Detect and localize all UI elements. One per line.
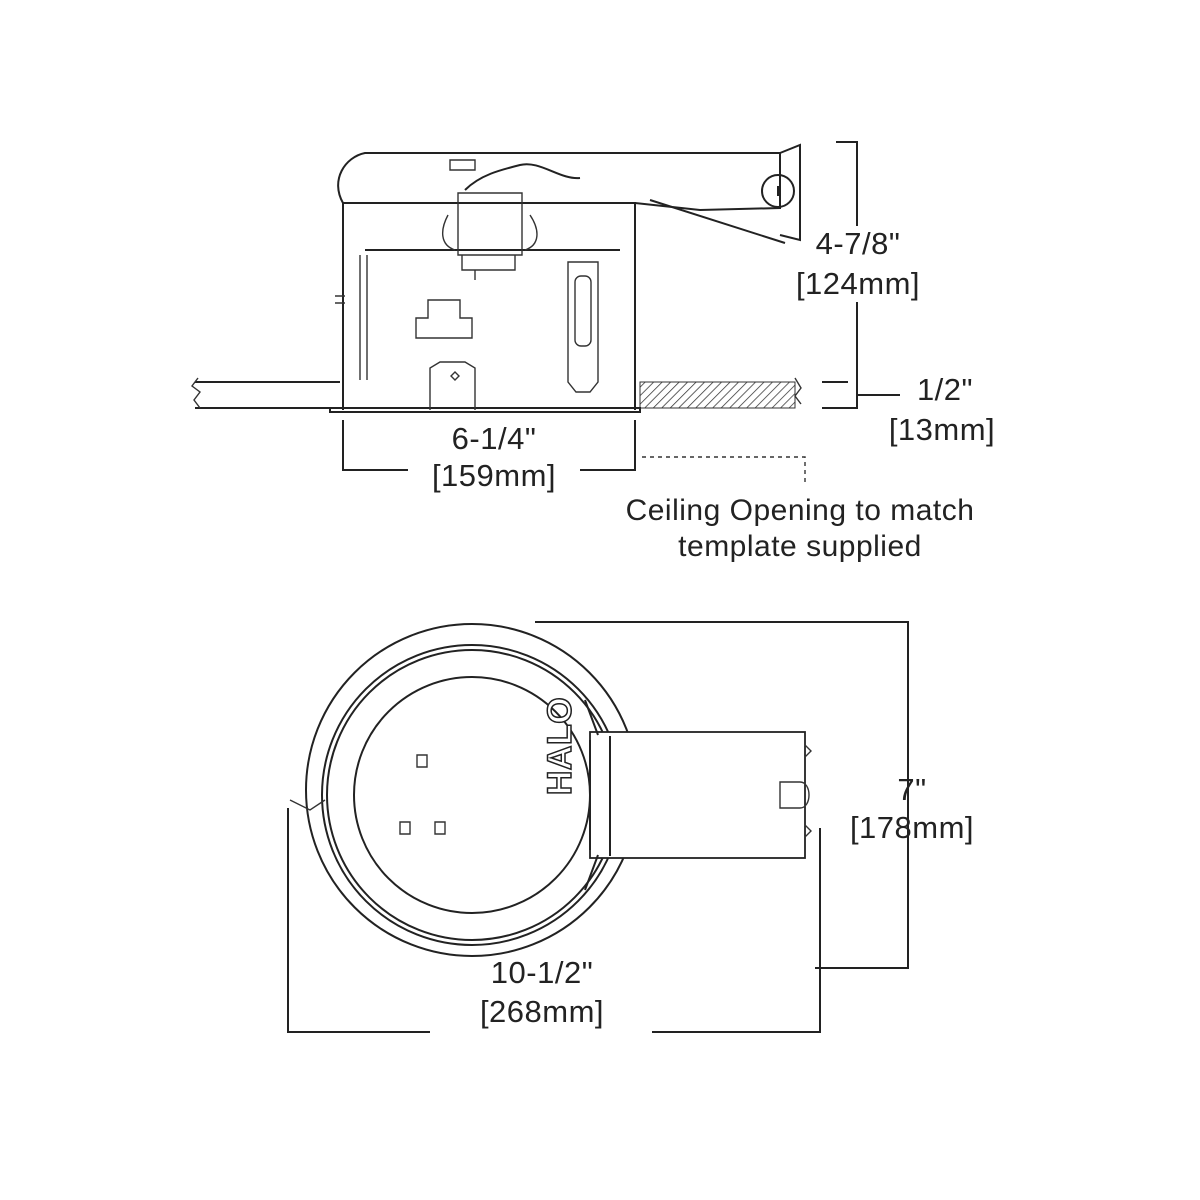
- length-dim-imperial: 10-1/2": [490, 955, 594, 990]
- ceiling-note-line2: template supplied: [678, 530, 922, 563]
- height-dim-imperial: 4-7/8": [815, 226, 901, 261]
- height-dim-metric: [124mm]: [795, 266, 921, 301]
- depth-dim-metric: [178mm]: [849, 810, 975, 845]
- top-view-housing: [289, 623, 812, 957]
- depth-dim-imperial: 7": [897, 772, 927, 807]
- halo-logo: HALO: [540, 696, 580, 796]
- ceiling-dim-metric: [13mm]: [888, 412, 996, 447]
- ceiling-note-line1: Ceiling Opening to match: [625, 494, 975, 527]
- side-view-dimensions: [342, 141, 900, 485]
- top-view-dimensions: [287, 621, 909, 1033]
- width-dim-imperial: 6-1/4": [451, 421, 537, 456]
- width-dim-metric: [159mm]: [431, 458, 557, 493]
- length-dim-metric: [268mm]: [479, 994, 605, 1029]
- ceiling-dim-imperial: 1/2": [916, 372, 974, 407]
- side-view-housing: [191, 143, 802, 413]
